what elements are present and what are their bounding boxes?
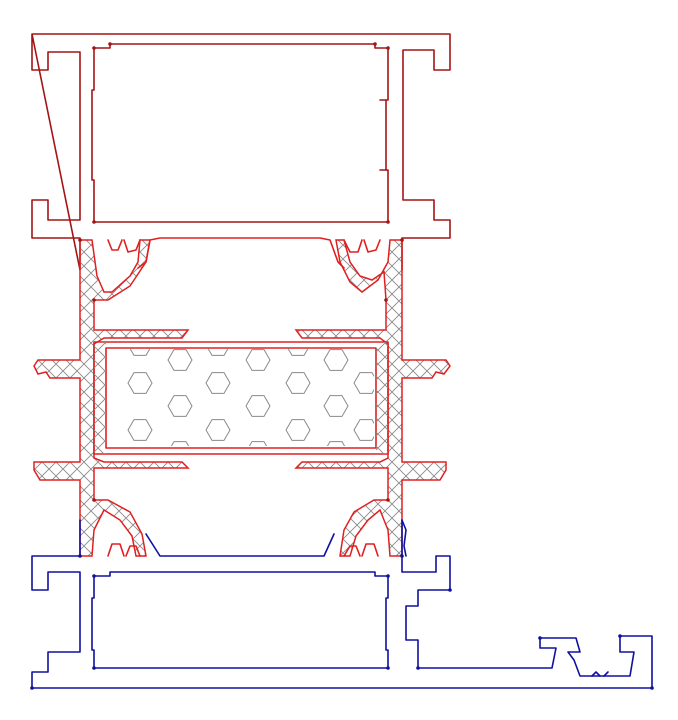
foam-hexagon-pattern [127,348,374,446]
foam-hexagon [205,419,231,441]
foam-hexagon [167,395,193,417]
vertex-dot [386,574,390,578]
vertex-dot [538,636,542,640]
vertex-dot [400,238,404,242]
lower-profile [31,519,653,689]
foam-hexagon [127,372,153,394]
vertex-dot [108,42,112,46]
vertex-dot [78,554,82,558]
foam-hexagon [207,348,229,356]
vertex-dot [92,46,96,50]
vertex-dot [92,220,96,224]
foam-hexagon [167,349,193,371]
foam-hexagon [326,441,346,446]
upper-profile-outline [31,33,451,271]
foam-hexagon [323,349,349,371]
foam-hexagon [323,395,349,417]
foam-hexagon [129,348,151,356]
foam-hexagon [245,349,271,371]
vertex-dot [400,554,404,558]
lower-web [145,533,335,557]
lower-profile-chamber [91,571,389,669]
upper-profile [31,33,451,271]
vertex-dot [386,498,390,502]
vertex-markers [30,42,654,690]
foam-hexagon [248,441,268,446]
foam-hexagon [287,348,309,356]
vertex-dot [448,588,452,592]
foam-hexagon [285,372,311,394]
vertex-dot [78,238,82,242]
foam-hexagon [205,372,231,394]
foam-hexagon [170,441,190,446]
upper-web [137,237,345,269]
vertex-dot [386,46,390,50]
core-inner-frame [105,347,377,449]
foam-hexagon [245,395,271,417]
left-polyamide-strip [33,239,190,557]
vertex-dot [92,574,96,578]
vertex-dot [384,298,388,302]
insulating-core [93,341,389,455]
vertex-dot [373,42,377,46]
vertex-dot [92,666,96,670]
vertex-dot [30,686,34,690]
vertex-dot [386,220,390,224]
upper-profile-chamber [91,43,389,223]
foam-hexagon [353,419,374,441]
vertex-dot [416,666,420,670]
lower-profile-outline [31,519,653,689]
foam-hexagon [353,372,374,394]
vertex-dot [618,634,622,638]
vertex-dot [650,686,654,690]
right-polyamide-strip [294,239,451,557]
foam-hexagon [285,419,311,441]
vertex-dot [92,498,96,502]
foam-hexagon [127,419,153,441]
vertex-dot [386,666,390,670]
vertex-dot [92,298,96,302]
